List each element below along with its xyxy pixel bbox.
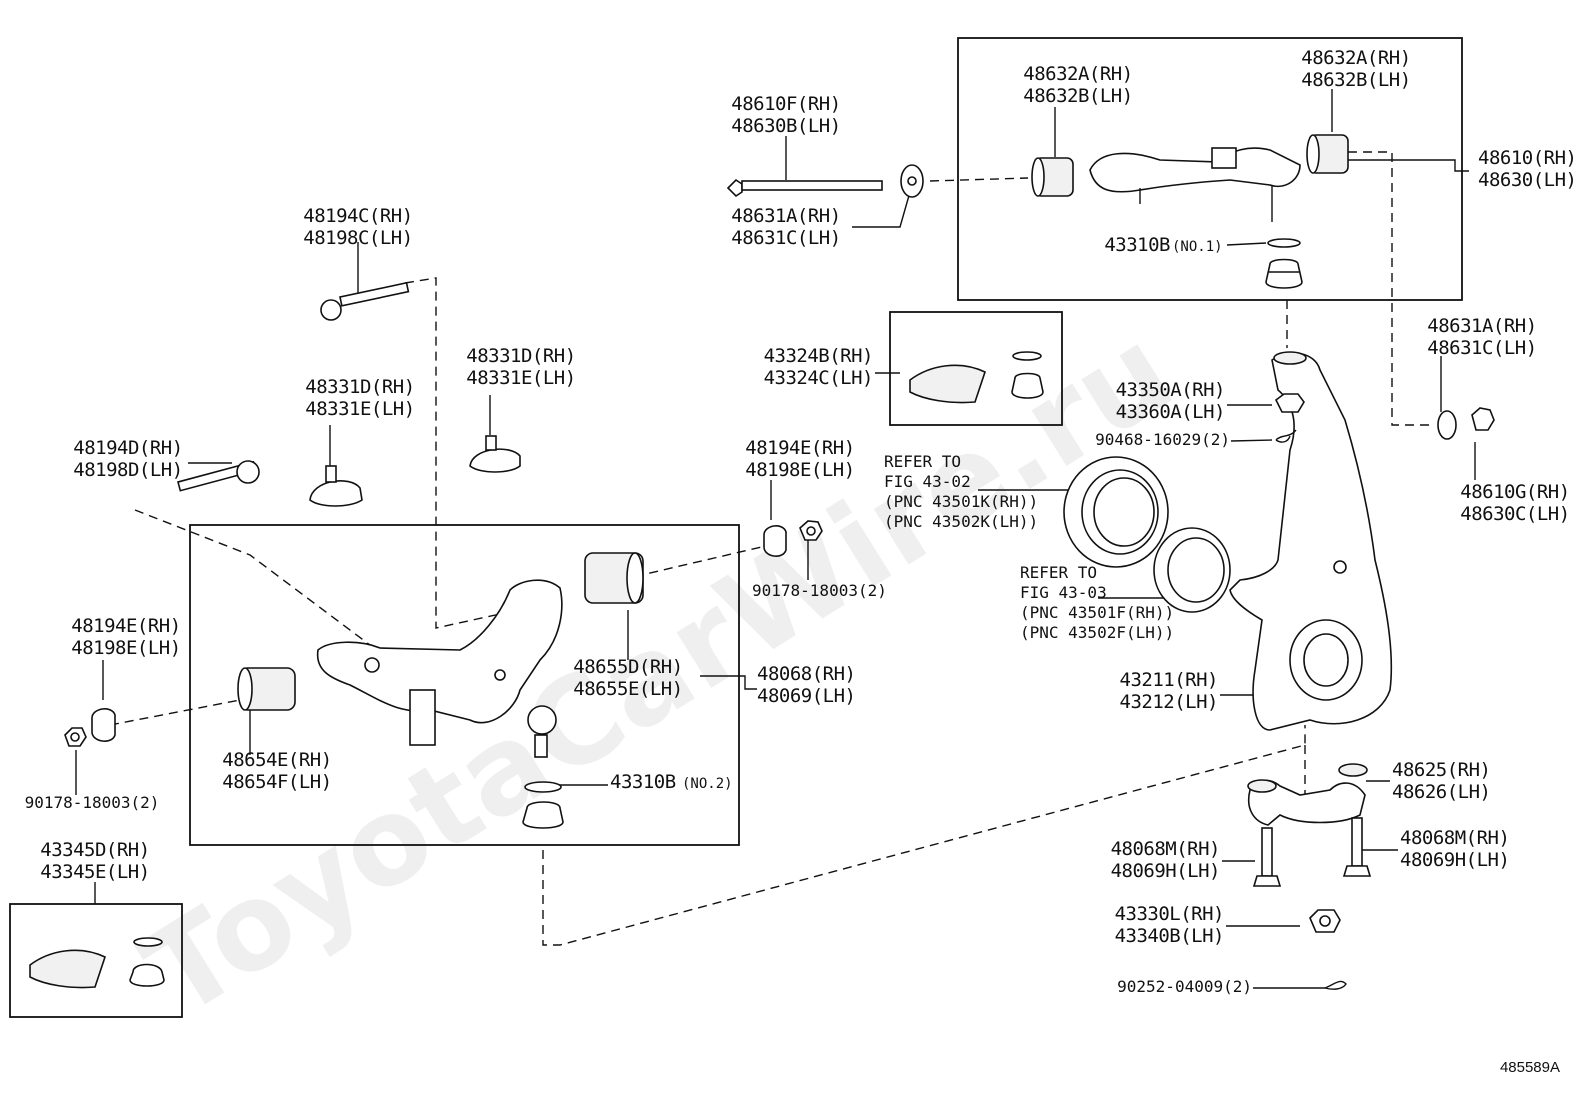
label-43310B-no1-sub: (NO.1) <box>1172 239 1223 255</box>
label-90252: 90252-04009(2) <box>1117 977 1252 996</box>
lower-arm-rear-bolt <box>177 460 260 492</box>
label-48194C: 48194C(RH)48198C(LH) <box>303 205 412 249</box>
label-48631A-top: 48631A(RH)48631C(LH) <box>731 205 840 249</box>
upper-arm-bushing-right <box>1306 134 1349 174</box>
upper-boot-kit-parts <box>909 351 1044 404</box>
lower-ball-joint-nut <box>1309 909 1341 933</box>
label-48194D: 48194D(RH)48198D(LH) <box>73 437 182 481</box>
steering-knuckle <box>1229 351 1393 731</box>
label-90468: 90468-16029(2) <box>1095 430 1230 449</box>
lower-ball-joint-boot-kit-box <box>9 903 183 1018</box>
cotter-pin-upper <box>1275 429 1297 443</box>
washer-left <box>91 708 116 742</box>
label-43330L: 43330L(RH)43340B(LH) <box>1115 903 1224 947</box>
lower-arm-bushing-right <box>584 552 644 604</box>
upper-ball-joint-boot-kit-box <box>889 311 1063 426</box>
label-48625: 48625(RH)48626(LH) <box>1392 759 1490 803</box>
label-43310B-no2: 43310B <box>610 771 676 793</box>
label-48631A-right: 48631A(RH)48631C(LH) <box>1427 315 1536 359</box>
dashed-guide-lines <box>109 151 1432 946</box>
bolt-right-lower <box>1342 817 1372 877</box>
label-43310B-no2-sub: (NO.2) <box>682 776 733 792</box>
label-48610F: 48610F(RH)48630B(LH) <box>731 93 840 137</box>
label-48331D-left: 48331D(RH)48331E(LH) <box>305 376 414 420</box>
lower-arm-bushing-left <box>237 667 296 711</box>
washer-top <box>763 525 787 557</box>
label-43350A: 43350A(RH)43360A(LH) <box>1116 379 1225 423</box>
lower-arm-front-bolt <box>320 281 410 321</box>
lower-ball-joint <box>527 705 557 758</box>
part-labels: 48610F(RH)48630B(LH) 48631A(RH)48631C(LH… <box>25 47 1577 996</box>
cotter-pin-lower <box>1324 980 1347 990</box>
label-48194E-left: 48194E(RH)48198E(LH) <box>71 615 180 659</box>
diagram-id: 485589A <box>1500 1059 1560 1076</box>
nut-top <box>799 520 823 541</box>
label-43211: 43211(RH)43212(LH) <box>1120 669 1218 713</box>
label-43324B: 43324B(RH)43324C(LH) <box>764 345 873 389</box>
nut-right <box>1471 407 1495 431</box>
label-48655D: 48655D(RH)48655E(LH) <box>573 656 682 700</box>
label-43345D: 43345D(RH)43345E(LH) <box>40 839 149 883</box>
lower-ball-joint-attachment <box>1247 763 1368 826</box>
lower-ball-joint-boot <box>522 801 564 829</box>
label-48068M-right: 48068M(RH)48069H(LH) <box>1400 827 1509 871</box>
leader-lines <box>75 89 1476 989</box>
upper-ball-joint-nut <box>1274 393 1305 413</box>
lower-ball-joint-ring <box>524 781 562 793</box>
label-48610-right: 48610(RH)48630(LH) <box>1478 147 1576 191</box>
lower-control-arm <box>316 579 563 746</box>
lower-boot-kit-parts <box>29 937 165 989</box>
lower-arm-assembly-box <box>189 524 740 846</box>
bump-stopper-right <box>469 435 521 473</box>
bolt-left-lower <box>1252 827 1282 887</box>
nut-left <box>64 727 87 747</box>
upper-arm-assembly-box <box>957 37 1463 301</box>
label-43310B-no1: 43310B <box>1104 234 1170 256</box>
hub-bearing-inner <box>1153 527 1231 613</box>
label-48331D-right: 48331D(RH)48331E(LH) <box>466 345 575 389</box>
hub-bearing-outer <box>1063 456 1169 568</box>
upper-ball-joint-boot <box>1265 258 1303 289</box>
label-48632A-left: 48632A(RH)48632B(LH) <box>1023 63 1132 107</box>
label-90178-top: 90178-18003(2) <box>752 581 887 600</box>
label-48610G: 48610G(RH)48630C(LH) <box>1460 481 1569 525</box>
upper-arm-bolt <box>726 178 883 198</box>
label-48068M-left: 48068M(RH)48069H(LH) <box>1111 838 1220 882</box>
label-90178-left: 90178-18003(2) <box>25 793 160 812</box>
bump-stopper-left <box>309 465 363 507</box>
label-48194E-top: 48194E(RH)48198E(LH) <box>745 437 854 481</box>
washer-right <box>1437 410 1457 440</box>
upper-control-arm <box>1089 147 1301 222</box>
upper-ball-joint-ring <box>1267 238 1301 248</box>
label-48632A-right: 48632A(RH)48632B(LH) <box>1301 47 1410 91</box>
upper-arm-bushing-left <box>1031 157 1074 197</box>
label-48068: 48068(RH)48069(LH) <box>757 663 855 707</box>
label-48654E: 48654E(RH)48654F(LH) <box>222 749 331 793</box>
